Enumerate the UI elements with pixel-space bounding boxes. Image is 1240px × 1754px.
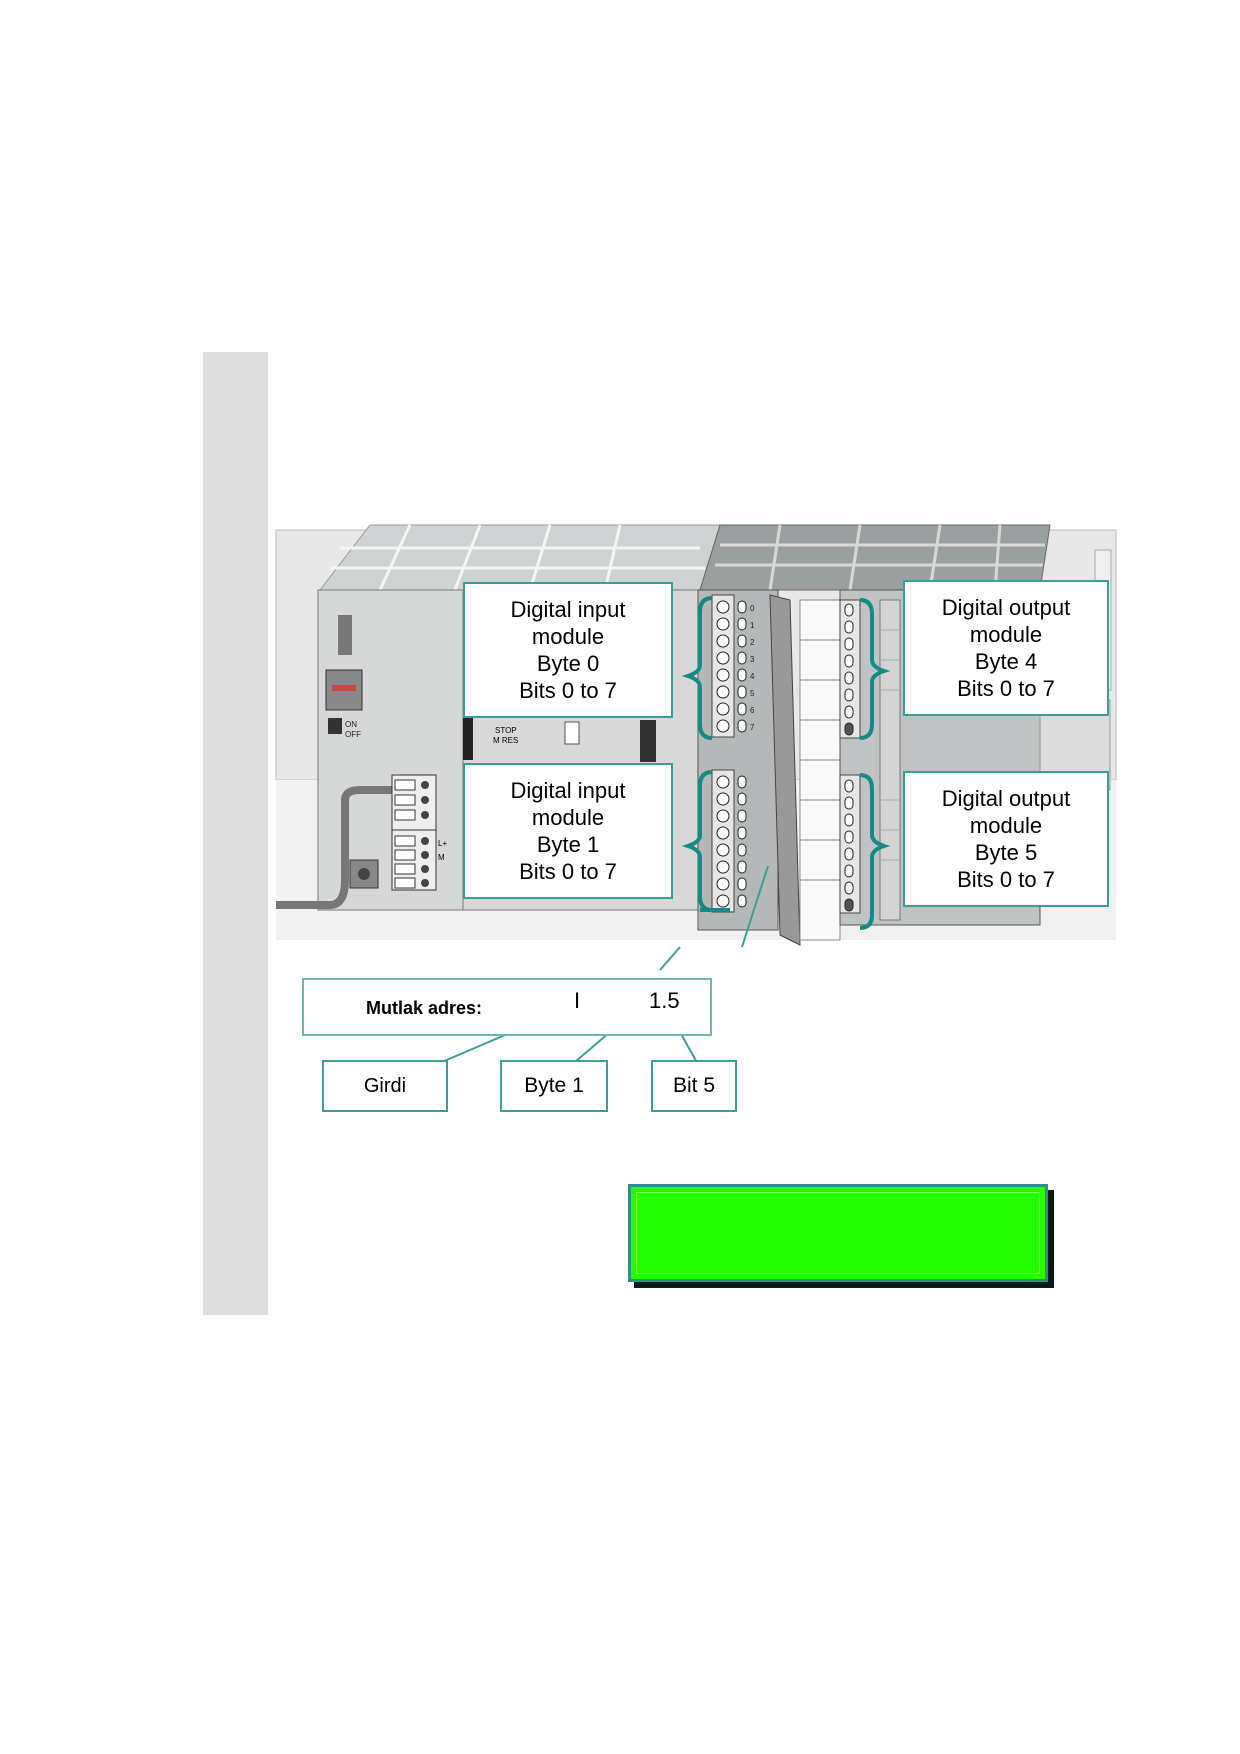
left-gray-margin-bar <box>203 352 268 1315</box>
bit-label-5: 5 <box>750 689 755 698</box>
stop-label: STOP <box>495 726 517 735</box>
bracket-output-byte4 <box>859 598 891 740</box>
absolute-address-box: Mutlak adres: I 1.5 <box>302 978 712 1036</box>
pointer-to-bit5 <box>741 865 769 948</box>
bit-label-6: 6 <box>750 706 755 715</box>
power-terminals <box>391 774 437 891</box>
vent-roof <box>318 524 721 591</box>
input-terminal-strip-bottom <box>711 769 735 913</box>
terminal-m-label: M <box>438 853 445 862</box>
bit-box: Bit 5 <box>651 1060 737 1112</box>
input-terminal-strip-top <box>711 594 735 738</box>
output-terminal-strip-bottom <box>839 774 861 914</box>
bracket-input-byte1 <box>681 770 713 912</box>
address-area-letter: I <box>574 988 581 1013</box>
input-status-leds <box>737 600 747 908</box>
power-cable <box>318 786 392 909</box>
bit-label-1: 1 <box>750 621 755 630</box>
off-label: OFF <box>345 730 361 739</box>
input-terminal-screws-top <box>716 600 730 733</box>
callout-digital-input-byte1: Digital input module Byte 1 Bits 0 to 7 <box>463 763 673 899</box>
bracket-output-byte5 <box>859 773 891 930</box>
bit-labels: 0 1 2 3 4 5 6 7 <box>750 604 755 732</box>
terminal-l-label: L+ <box>438 839 447 848</box>
absolute-address-label: Mutlak adres: <box>366 998 483 1018</box>
bit-label-7: 7 <box>750 723 755 732</box>
girdi-box: Girdi <box>322 1060 448 1112</box>
label-strip <box>799 599 841 941</box>
bit-label-2: 2 <box>750 638 755 647</box>
mode-switch-slot <box>564 721 580 745</box>
callout-digital-output-byte5: Digital output module Byte 5 Bits 0 to 7 <box>903 771 1109 907</box>
bit-label-4: 4 <box>750 672 755 681</box>
callout-digital-output-byte4: Digital output module Byte 4 Bits 0 to 7 <box>903 580 1109 716</box>
output-terminal-strip-top <box>839 599 861 739</box>
bit-label-3: 3 <box>750 655 755 664</box>
front-door-open <box>769 594 801 946</box>
bracket-input-byte0 <box>681 596 713 740</box>
ground-clamp <box>349 859 379 889</box>
address-byte-bit: 1.5 <box>649 988 680 1013</box>
vent-grid <box>330 524 705 591</box>
bit-label-0: 0 <box>750 604 755 613</box>
green-highlight-panel <box>628 1184 1048 1282</box>
input-terminal-screws-bottom <box>716 775 730 908</box>
callout-digital-input-byte0: Digital input module Byte 0 Bits 0 to 7 <box>463 582 673 718</box>
byte-box: Byte 1 <box>500 1060 608 1112</box>
mres-label: M RES <box>493 736 518 745</box>
green-panel-inner-border <box>636 1192 1040 1274</box>
on-label: ON <box>345 720 357 729</box>
